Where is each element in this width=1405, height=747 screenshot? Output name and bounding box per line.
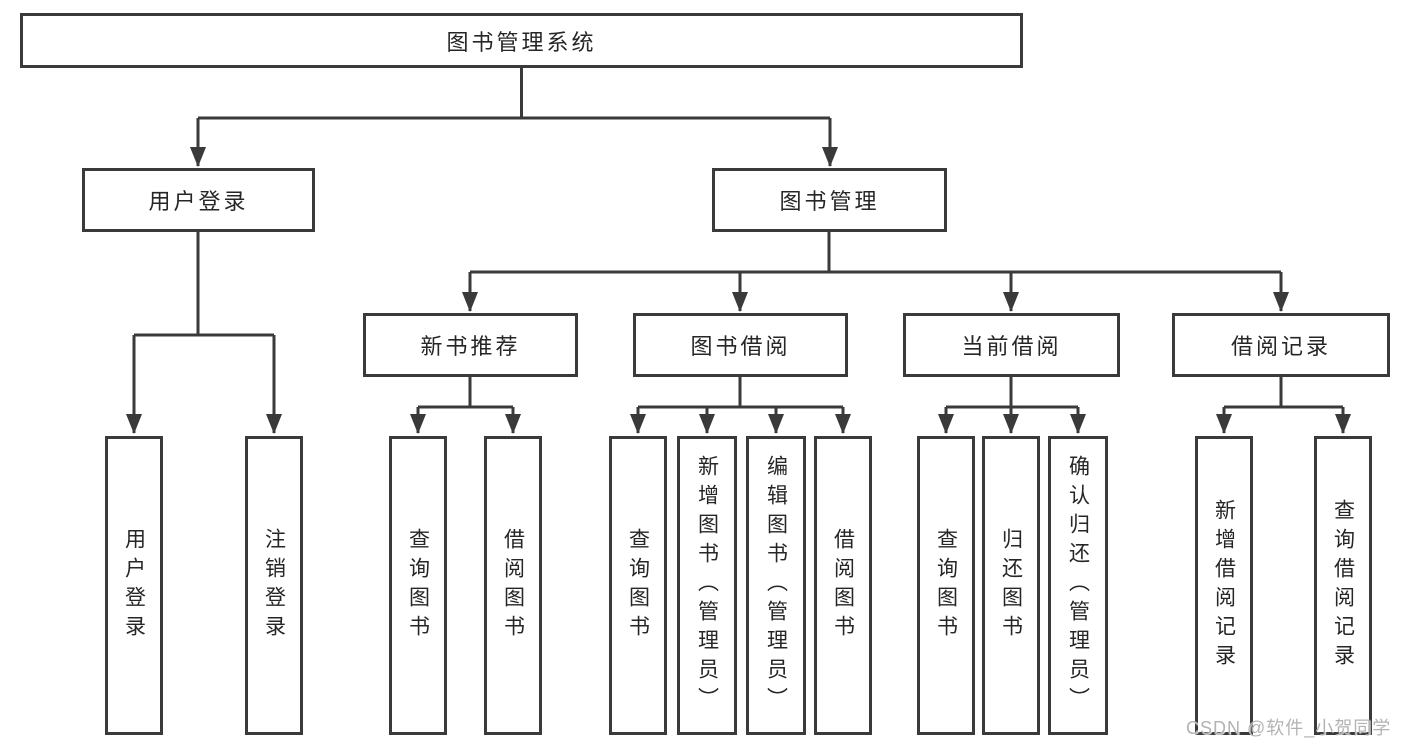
node-label: 图书管理系统 (446, 29, 597, 55)
leaf-confirm-return-admin: 确认归还（管理员） (1048, 436, 1108, 735)
leaf-borrow-books: 借阅图书 (484, 436, 542, 735)
node-label: 确认归还（管理员） (1066, 455, 1090, 716)
arrow-down-icons (126, 118, 1351, 434)
leaf-query-books: 查询图书 (609, 436, 667, 735)
node-label: 借阅图书 (831, 527, 855, 644)
leaf-return-books: 归还图书 (982, 436, 1040, 735)
node-label: 图书借阅 (690, 334, 791, 359)
csdn-watermark: CSDN @软件_小贺同学 (1186, 718, 1392, 738)
node-borrow-records: 借阅记录 (1172, 313, 1390, 377)
node-user-login: 用户登录 (82, 168, 315, 232)
node-label: 归还图书 (999, 527, 1023, 644)
leaf-add-borrow-record: 新增借阅记录 (1195, 436, 1253, 735)
node-label: 用户登录 (148, 189, 249, 214)
leaf-borrow-books: 借阅图书 (814, 436, 872, 735)
node-label: 新增借阅记录 (1212, 498, 1236, 673)
node-label: 查询借阅记录 (1331, 498, 1355, 673)
node-book-borrowing: 图书借阅 (633, 313, 848, 377)
node-label: 新增图书（管理员） (695, 455, 719, 716)
node-library-system: 图书管理系统 (20, 13, 1023, 68)
node-label: 注销登录 (262, 527, 286, 644)
leaf-query-books: 查询图书 (917, 436, 975, 735)
node-label: 用户登录 (122, 527, 146, 644)
node-current-borrowing: 当前借阅 (903, 313, 1120, 377)
node-label: 借阅记录 (1230, 334, 1331, 359)
node-book-management: 图书管理 (712, 168, 947, 232)
leaf-query-borrow-record: 查询借阅记录 (1314, 436, 1372, 735)
node-label: 图书管理 (779, 189, 880, 214)
node-label: 编辑图书（管理员） (764, 455, 788, 716)
leaf-edit-books-admin: 编辑图书（管理员） (746, 436, 806, 735)
leaf-query-books: 查询图书 (389, 436, 447, 735)
node-new-book-recommend: 新书推荐 (363, 313, 578, 377)
node-label: 查询图书 (406, 527, 430, 644)
leaf-user-login: 用户登录 (105, 436, 163, 735)
node-label: 查询图书 (626, 527, 650, 644)
tree-branch-lines (126, 68, 1351, 434)
node-label: 查询图书 (934, 527, 958, 644)
leaf-add-books-admin: 新增图书（管理员） (677, 436, 737, 735)
node-label: 当前借阅 (961, 334, 1062, 359)
leaf-logout: 注销登录 (245, 436, 303, 735)
node-label: 新书推荐 (420, 334, 521, 359)
node-label: 借阅图书 (501, 527, 525, 644)
